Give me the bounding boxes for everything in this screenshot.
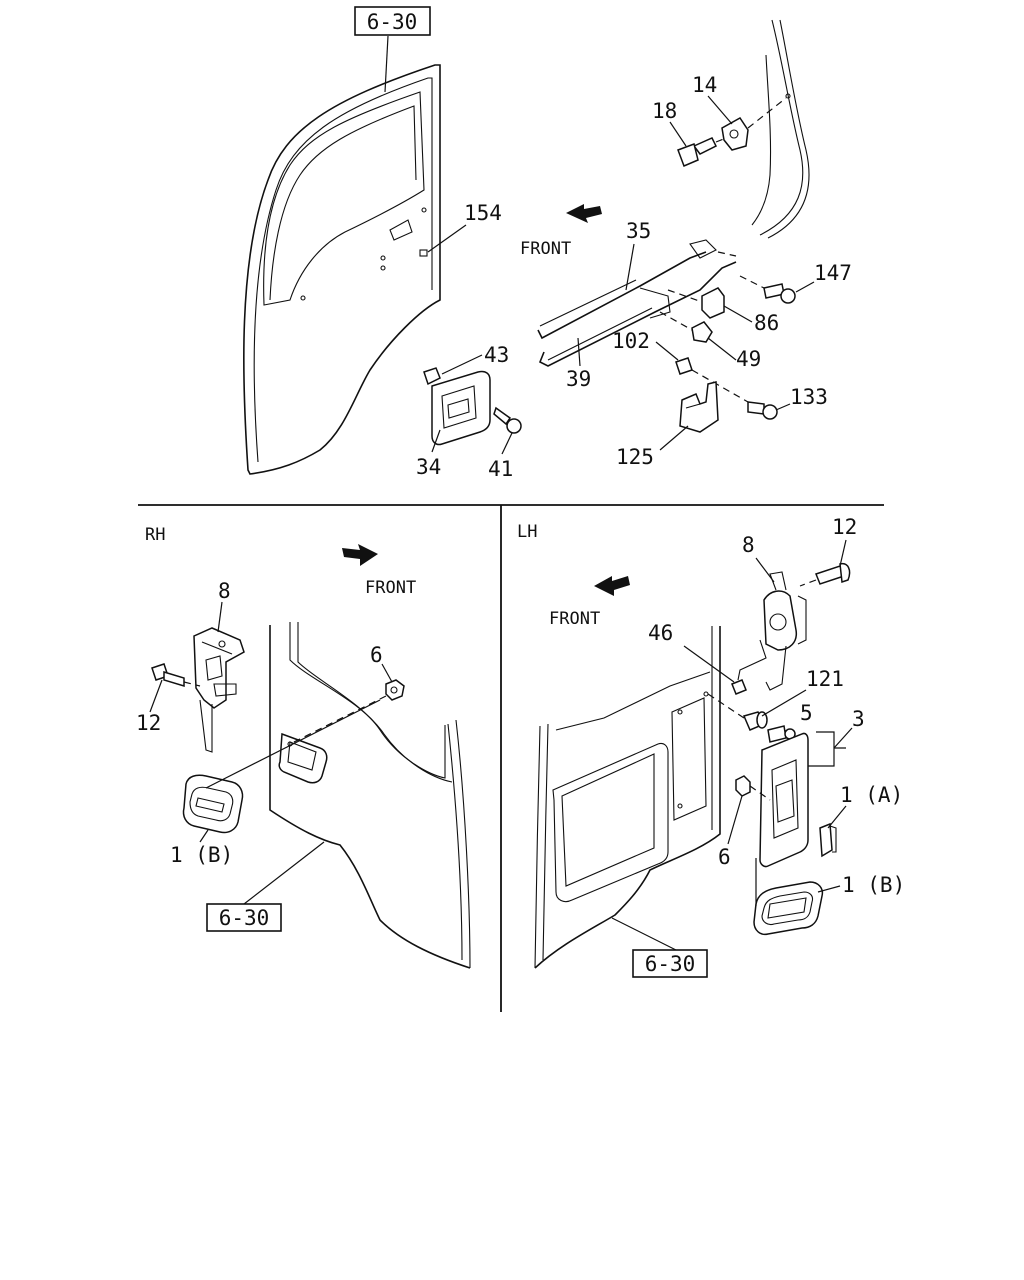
lock-8-lh xyxy=(737,571,807,691)
callout-12-lh: 12 xyxy=(832,515,857,539)
front-label-lh: FRONT xyxy=(549,609,600,629)
bushing-121 xyxy=(742,711,768,731)
callout-46: 46 xyxy=(648,621,673,645)
bolt-18 xyxy=(677,137,718,167)
handle-1b-lh xyxy=(753,881,824,936)
callout-8-lh: 8 xyxy=(742,533,755,557)
handle-1b-rh xyxy=(182,774,244,834)
clip-1a xyxy=(819,822,837,858)
callout-12-rh: 12 xyxy=(136,711,161,735)
front-arrow-lh xyxy=(594,576,630,596)
lh-view: LH FRONT 8 xyxy=(517,515,905,978)
reference-box-rh[interactable] xyxy=(206,903,282,932)
front-label-top: FRONT xyxy=(520,239,571,259)
door-frame-right xyxy=(751,19,810,239)
striker-14 xyxy=(721,117,749,151)
callout-49: 49 xyxy=(736,347,761,371)
callout-35: 35 xyxy=(626,219,651,243)
callout-133: 133 xyxy=(790,385,828,409)
door-panel-top xyxy=(242,64,441,475)
callout-125: 125 xyxy=(616,445,654,469)
rod-39 xyxy=(538,261,737,367)
front-label-rh: FRONT xyxy=(365,578,416,598)
screw-12-rh xyxy=(151,663,185,688)
callout-86: 86 xyxy=(754,311,779,335)
reference-label-rh: 6-30 xyxy=(219,906,270,930)
callout-6-lh: 6 xyxy=(718,845,731,869)
front-arrow-rh xyxy=(342,544,378,566)
reference-label-lh: 6-30 xyxy=(645,952,696,976)
latch-body xyxy=(639,239,737,319)
callout-43: 43 xyxy=(484,343,509,367)
reference-label: 6-30 xyxy=(367,10,418,34)
screw-12-lh xyxy=(815,562,851,585)
callout-3: 3 xyxy=(852,707,865,731)
reference-box[interactable] xyxy=(354,6,431,36)
callout-121: 121 xyxy=(806,667,844,691)
front-arrow-top xyxy=(566,204,602,223)
clip-46 xyxy=(731,679,747,695)
callout-1b-rh: 1 (B) xyxy=(170,843,233,867)
callout-34: 34 xyxy=(416,455,441,479)
screw-5 xyxy=(767,725,796,743)
bolt-147 xyxy=(763,283,796,304)
top-view: 6-30 154 43 34 41 FRONT xyxy=(242,6,852,481)
callout-8-rh: 8 xyxy=(218,579,231,603)
clip-49 xyxy=(691,321,713,343)
callout-39: 39 xyxy=(566,367,591,391)
bracket-125 xyxy=(679,381,719,433)
callout-1a: 1 (A) xyxy=(840,783,903,807)
rh-view: RH FRONT 6 1 (B) xyxy=(136,525,471,969)
rod-35 xyxy=(537,251,707,340)
block-86 xyxy=(701,287,725,319)
screw-41 xyxy=(493,406,522,434)
clip-102 xyxy=(675,357,693,375)
door-panel-lh xyxy=(534,626,721,969)
callout-154: 154 xyxy=(464,201,502,225)
callout-18: 18 xyxy=(652,99,677,123)
handle-assembly-3 xyxy=(759,732,809,868)
clip-43 xyxy=(423,367,441,386)
callout-147: 147 xyxy=(814,261,852,285)
door-panel-rh xyxy=(269,622,471,969)
section-label-lh: LH xyxy=(517,522,537,542)
callout-5: 5 xyxy=(800,701,813,725)
reference-box-lh[interactable] xyxy=(632,949,708,978)
callout-41: 41 xyxy=(488,457,513,481)
callout-102: 102 xyxy=(612,329,650,353)
nut-6-lh xyxy=(735,775,751,797)
callout-14: 14 xyxy=(692,73,717,97)
section-label-rh: RH xyxy=(145,525,165,545)
callout-1b-lh: 1 (B) xyxy=(842,873,905,897)
handle-bezel-34 xyxy=(431,370,491,446)
bracket-3 xyxy=(806,731,846,767)
callout-6-rh: 6 xyxy=(370,643,383,667)
lock-8-rh xyxy=(193,627,245,753)
nut-6-rh xyxy=(385,679,405,701)
bolt-133 xyxy=(747,401,778,420)
